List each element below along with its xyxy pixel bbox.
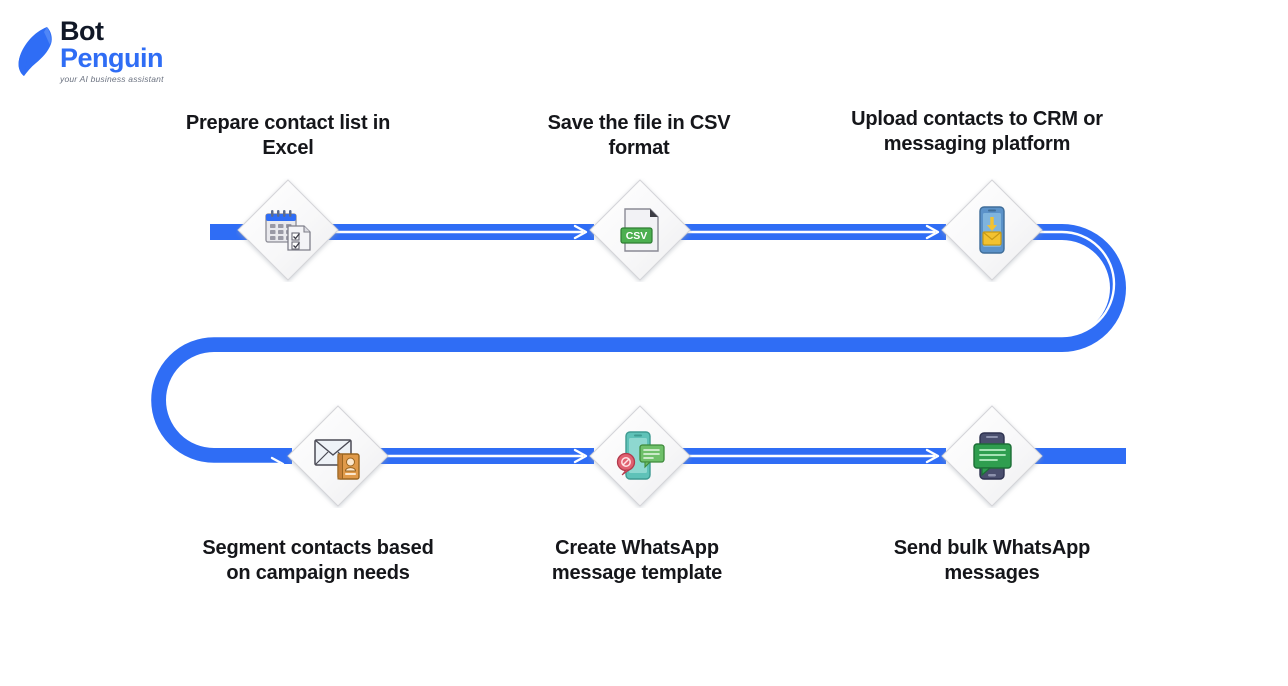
connector-step2-step3 bbox=[634, 224, 946, 240]
step-label-1: Prepare contact list in Excel bbox=[185, 112, 391, 159]
step-label-3: Upload contacts to CRM or messaging plat… bbox=[851, 108, 1103, 155]
botpenguin-logo: Bot Penguin your AI business assistant bbox=[14, 18, 189, 86]
step-label-5: Create WhatsApp message template bbox=[551, 537, 723, 584]
logo-tagline: your AI business assistant bbox=[60, 74, 164, 84]
step-label-6: Send bulk WhatsApp messages bbox=[893, 537, 1091, 584]
svg-text:CSV: CSV bbox=[626, 230, 648, 242]
step-label-4: Segment contacts based on campaign needs bbox=[202, 537, 434, 584]
step-node-2[interactable]: CSV bbox=[588, 178, 692, 282]
connector-step5-step6 bbox=[634, 448, 946, 464]
step-node-5[interactable] bbox=[588, 404, 692, 508]
phone-upload-envelope-icon bbox=[979, 206, 1005, 254]
step-node-3[interactable] bbox=[940, 178, 1044, 282]
phone-chat-template-icon bbox=[616, 431, 665, 480]
step-node-1[interactable] bbox=[236, 178, 340, 282]
logo-bot-text: Bot bbox=[60, 16, 104, 46]
connector-step4-step5 bbox=[332, 448, 594, 464]
step-label-2: Save the file in CSV format bbox=[547, 112, 731, 159]
connector-left-uturn bbox=[148, 334, 292, 472]
step-node-6[interactable] bbox=[940, 404, 1044, 508]
csv-file-icon: CSV bbox=[620, 208, 659, 252]
logo-wordmark: Bot Penguin bbox=[60, 16, 164, 73]
logo-penguin-text: Penguin bbox=[60, 43, 164, 73]
spreadsheet-checklist-icon bbox=[265, 210, 311, 251]
phone-bulk-message-icon bbox=[973, 432, 1012, 480]
penguin-icon bbox=[18, 27, 52, 76]
envelope-contact-book-icon bbox=[314, 439, 360, 480]
step-node-4[interactable] bbox=[286, 404, 390, 508]
connector-step1-step2 bbox=[282, 224, 594, 240]
connector-right-uturn bbox=[214, 224, 1126, 352]
